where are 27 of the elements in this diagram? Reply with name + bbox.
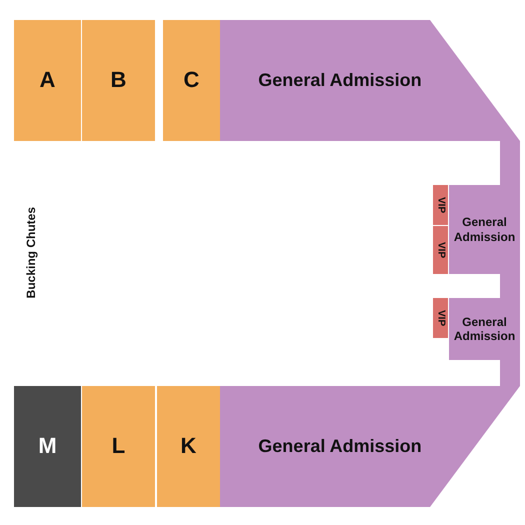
- seating-section: [220, 20, 520, 141]
- seating-section: [433, 226, 448, 274]
- section-label: K: [180, 433, 196, 460]
- section-label: B: [110, 67, 126, 94]
- seating-section: [433, 185, 448, 225]
- seating-section: [433, 298, 448, 338]
- section-label: L: [112, 433, 126, 460]
- section-label: General Admission: [452, 314, 516, 344]
- seating-section: [163, 20, 220, 141]
- seating-section: [449, 298, 520, 360]
- seating-section: [220, 386, 520, 507]
- section-label: General Admission: [258, 70, 422, 92]
- seating-section: [82, 20, 155, 141]
- section-label: VIP: [434, 196, 446, 214]
- seating-section: [14, 20, 81, 141]
- section-label: C: [184, 67, 200, 94]
- area-label: Bucking Chutes: [24, 207, 38, 298]
- section-label: General Admission: [258, 436, 422, 458]
- section-label: VIP: [434, 242, 446, 258]
- section-label: General Admission: [452, 215, 516, 244]
- seating-section: [449, 185, 520, 274]
- section-label: VIP: [434, 310, 446, 326]
- seating-section: [157, 386, 220, 507]
- seating-section: [14, 386, 81, 507]
- section-label: A: [40, 67, 56, 94]
- section-label: M: [38, 433, 57, 460]
- seating-section: [82, 386, 155, 507]
